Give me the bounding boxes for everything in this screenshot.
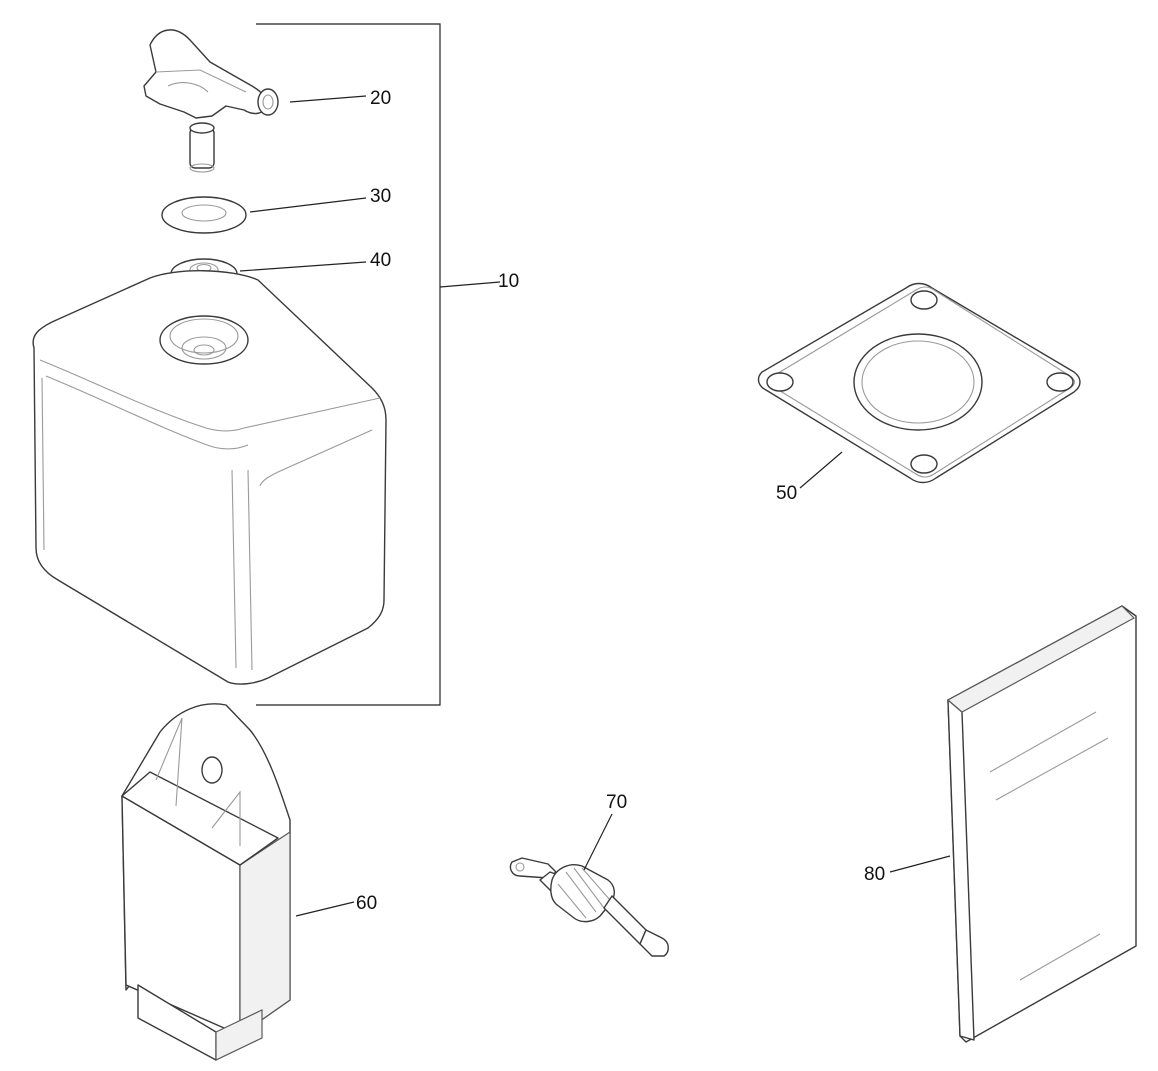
callout-40: 40	[370, 250, 391, 271]
assembly-bracket	[256, 23, 501, 706]
callout-20: 20	[370, 88, 391, 109]
square-gasket-icon	[757, 282, 1081, 484]
callout-10: 10	[498, 271, 519, 292]
callout-70: 70	[606, 792, 627, 813]
manual-book-icon	[946, 605, 1137, 1043]
washer-icon	[161, 196, 247, 234]
callout-30: 30	[370, 186, 391, 207]
control-module-icon	[121, 703, 291, 1061]
callout-50: 50	[776, 483, 797, 504]
leader-lines	[239, 95, 951, 917]
callout-60: 60	[356, 893, 377, 914]
sensor-probe-icon	[509, 857, 669, 957]
callout-80: 80	[864, 864, 885, 885]
valve-fitting-icon	[143, 29, 279, 173]
reservoir-tank-icon	[32, 270, 387, 685]
